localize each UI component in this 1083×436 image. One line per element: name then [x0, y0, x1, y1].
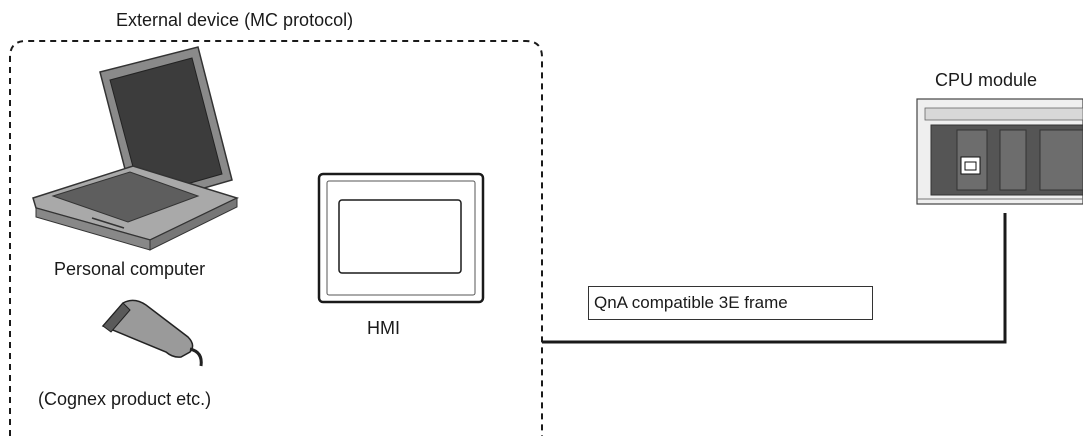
hmi-label: HMI: [367, 318, 400, 338]
hmi-panel-icon: [317, 172, 485, 304]
cognex-label: (Cognex product etc.): [38, 389, 212, 409]
cpu-module-icon: [916, 98, 1083, 205]
frame-type-label: QnA compatible 3E frame: [588, 286, 873, 320]
personal-computer-label: Personal computer: [54, 259, 206, 279]
barcode-scanner-icon: [101, 299, 203, 367]
ethernet-cable: [542, 213, 1007, 344]
external-device-group-border: [9, 40, 543, 436]
cpu-module-label: CPU module: [935, 70, 1038, 90]
external-device-label: External device (MC protocol): [116, 10, 354, 30]
laptop-icon: [32, 46, 240, 251]
